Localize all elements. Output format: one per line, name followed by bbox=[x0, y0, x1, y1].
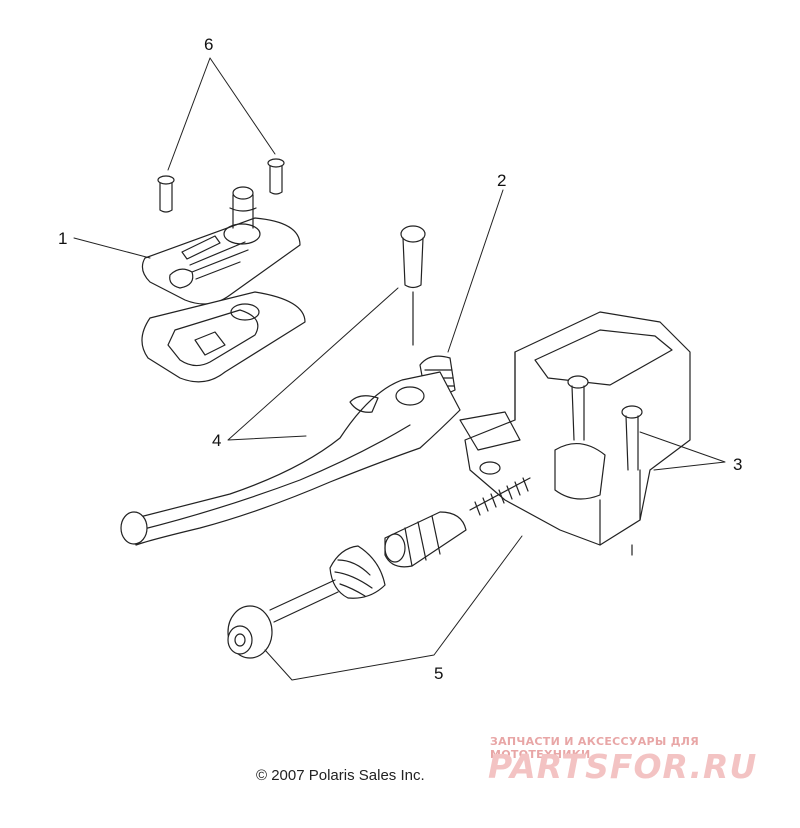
watermark-tagline: ЗАПЧАСТИ И АКСЕССУАРЫ ДЛЯ МОТОТЕХНИКИ bbox=[490, 735, 700, 761]
leader-3 bbox=[639, 431, 726, 471]
leader-5 bbox=[264, 535, 523, 681]
callout-5: 5 bbox=[434, 664, 444, 683]
reservoir-cover bbox=[141, 186, 301, 305]
boot-dust-seal bbox=[329, 545, 386, 599]
diaphragm-gasket bbox=[141, 291, 306, 383]
master-cylinder-body bbox=[459, 311, 691, 556]
callout-1: 1 bbox=[58, 229, 68, 248]
callout-4: 4 bbox=[212, 431, 222, 450]
lever-pin bbox=[400, 225, 426, 346]
piston bbox=[384, 511, 467, 568]
leader-6 bbox=[167, 57, 276, 171]
leader-4 bbox=[227, 287, 399, 441]
leader-2 bbox=[447, 189, 504, 353]
callout-6: 6 bbox=[204, 35, 214, 54]
callout-2: 2 bbox=[497, 171, 507, 190]
leader-1 bbox=[73, 237, 151, 259]
callout-3: 3 bbox=[733, 455, 743, 474]
brake-lever bbox=[120, 371, 461, 546]
copyright-notice: © 2007 Polaris Sales Inc. bbox=[256, 767, 425, 784]
watermark-logo: PARTSFOR.RU bbox=[488, 747, 758, 786]
push-rod bbox=[227, 579, 339, 659]
screw-left bbox=[157, 175, 175, 213]
piston-spring bbox=[469, 477, 531, 516]
screw-right bbox=[267, 158, 285, 195]
